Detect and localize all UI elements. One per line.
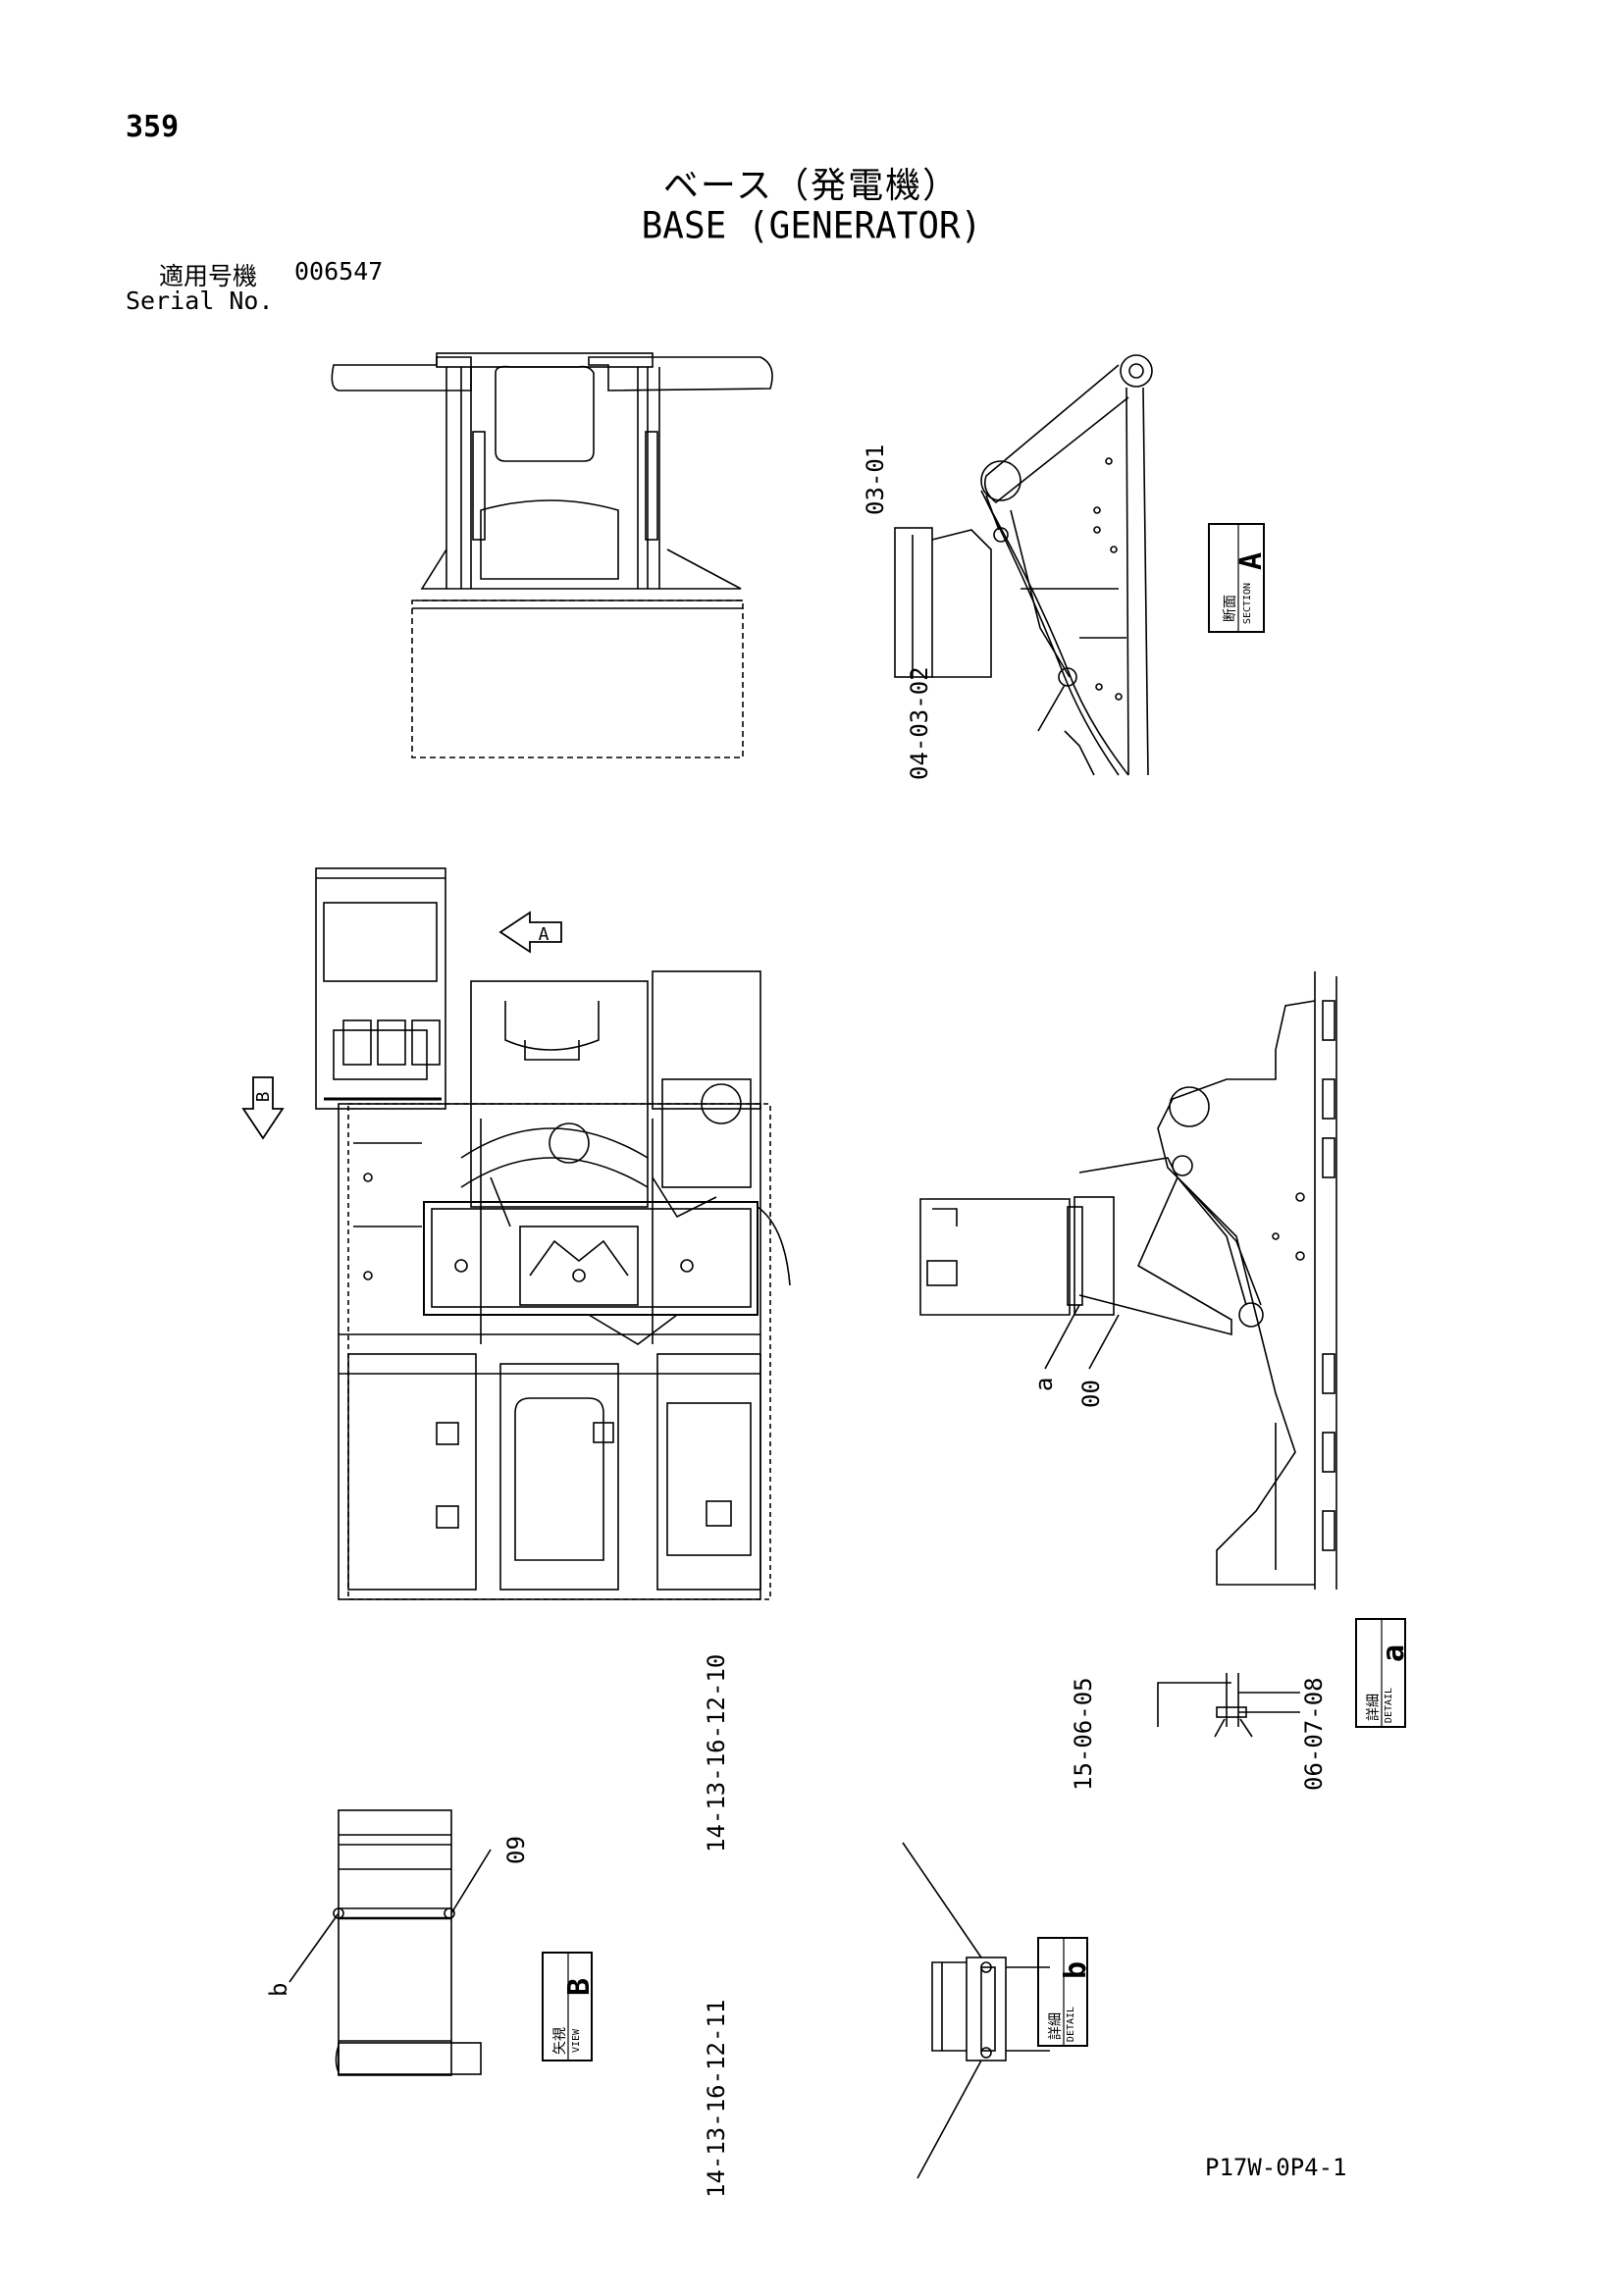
detail-a-label: a 詳細 DETAIL	[1355, 1618, 1411, 1728]
view-b-view	[288, 1809, 492, 2076]
callout-14-13-16-12-10: 14-13-16-12-10	[703, 1654, 730, 1852]
section-a-letter: A	[1234, 552, 1269, 570]
callout-06-07-08-text: 06-07-08	[1300, 1677, 1328, 1791]
page-number: 359	[126, 110, 180, 144]
callout-a-text: a	[1030, 1378, 1058, 1391]
callout-00-text: 00	[1077, 1380, 1105, 1408]
detail-a-letter: a	[1377, 1644, 1411, 1662]
detail-a-view	[1157, 1673, 1300, 1738]
view-b-jp: 矢視	[552, 2027, 568, 2055]
detail-a-jp: 詳細	[1366, 1694, 1382, 1721]
serial-label-english: Serial No.	[126, 287, 274, 315]
detail-b-en: DETAIL	[1066, 2007, 1076, 2042]
front-elevation-view	[331, 352, 773, 758]
callout-04-03-02: 04-03-02	[906, 666, 933, 780]
section-a-jp: 断面	[1223, 595, 1238, 622]
callout-04-03-02-text: 04-03-02	[906, 666, 933, 780]
callout-b: b	[265, 1983, 292, 1997]
serial-label-japanese: 適用号機	[159, 262, 258, 290]
callout-06-07-08: 06-07-08	[1300, 1677, 1328, 1791]
callout-09: 09	[502, 1836, 530, 1864]
callout-00-side: 00	[1077, 1380, 1105, 1408]
detail-b-label: b 詳細 DETAIL	[1037, 1937, 1093, 2047]
arrow-b-letter: B	[253, 1092, 274, 1103]
callout-det-b-bottom-text: 14-13-16-12-11	[703, 2000, 730, 2198]
callout-a-side: a	[1030, 1378, 1058, 1391]
arrow-a-letter: A	[539, 924, 550, 945]
page-title-english: BASE (GENERATOR)	[641, 204, 982, 248]
callout-03-01: 03-01	[862, 444, 889, 515]
main-plan-view: A B	[241, 867, 791, 1600]
section-a-view	[894, 354, 1153, 776]
view-b-en: VIEW	[571, 2028, 582, 2053]
detail-b-letter: b	[1059, 1961, 1093, 1979]
page-title-japanese: ベース（発電機）	[662, 166, 961, 206]
drawing-code: P17W-0P4-1	[1205, 2154, 1347, 2181]
detail-b-view	[902, 1842, 1050, 2179]
callout-14-13-16-12-11: 14-13-16-12-11	[703, 2000, 730, 2198]
callout-15-06-05-text: 15-06-05	[1070, 1677, 1097, 1791]
section-a-label: A 断面 SECTION	[1208, 523, 1269, 633]
callout-09-text: 09	[502, 1836, 530, 1864]
serial-number-value: 006547	[294, 257, 384, 286]
callout-03-01-text: 03-01	[862, 444, 889, 515]
callout-b-text: b	[265, 1983, 292, 1997]
detail-a-en: DETAIL	[1384, 1688, 1394, 1723]
callout-det-b-top-text: 14-13-16-12-10	[703, 1654, 730, 1852]
side-elevation-view	[919, 971, 1337, 1590]
callout-15-06-05: 15-06-05	[1070, 1677, 1097, 1791]
view-b-letter: B	[562, 1978, 597, 1996]
section-a-en: SECTION	[1242, 583, 1253, 624]
detail-b-jp: 詳細	[1048, 2012, 1064, 2040]
view-b-label: B 矢視 VIEW	[542, 1952, 597, 2061]
